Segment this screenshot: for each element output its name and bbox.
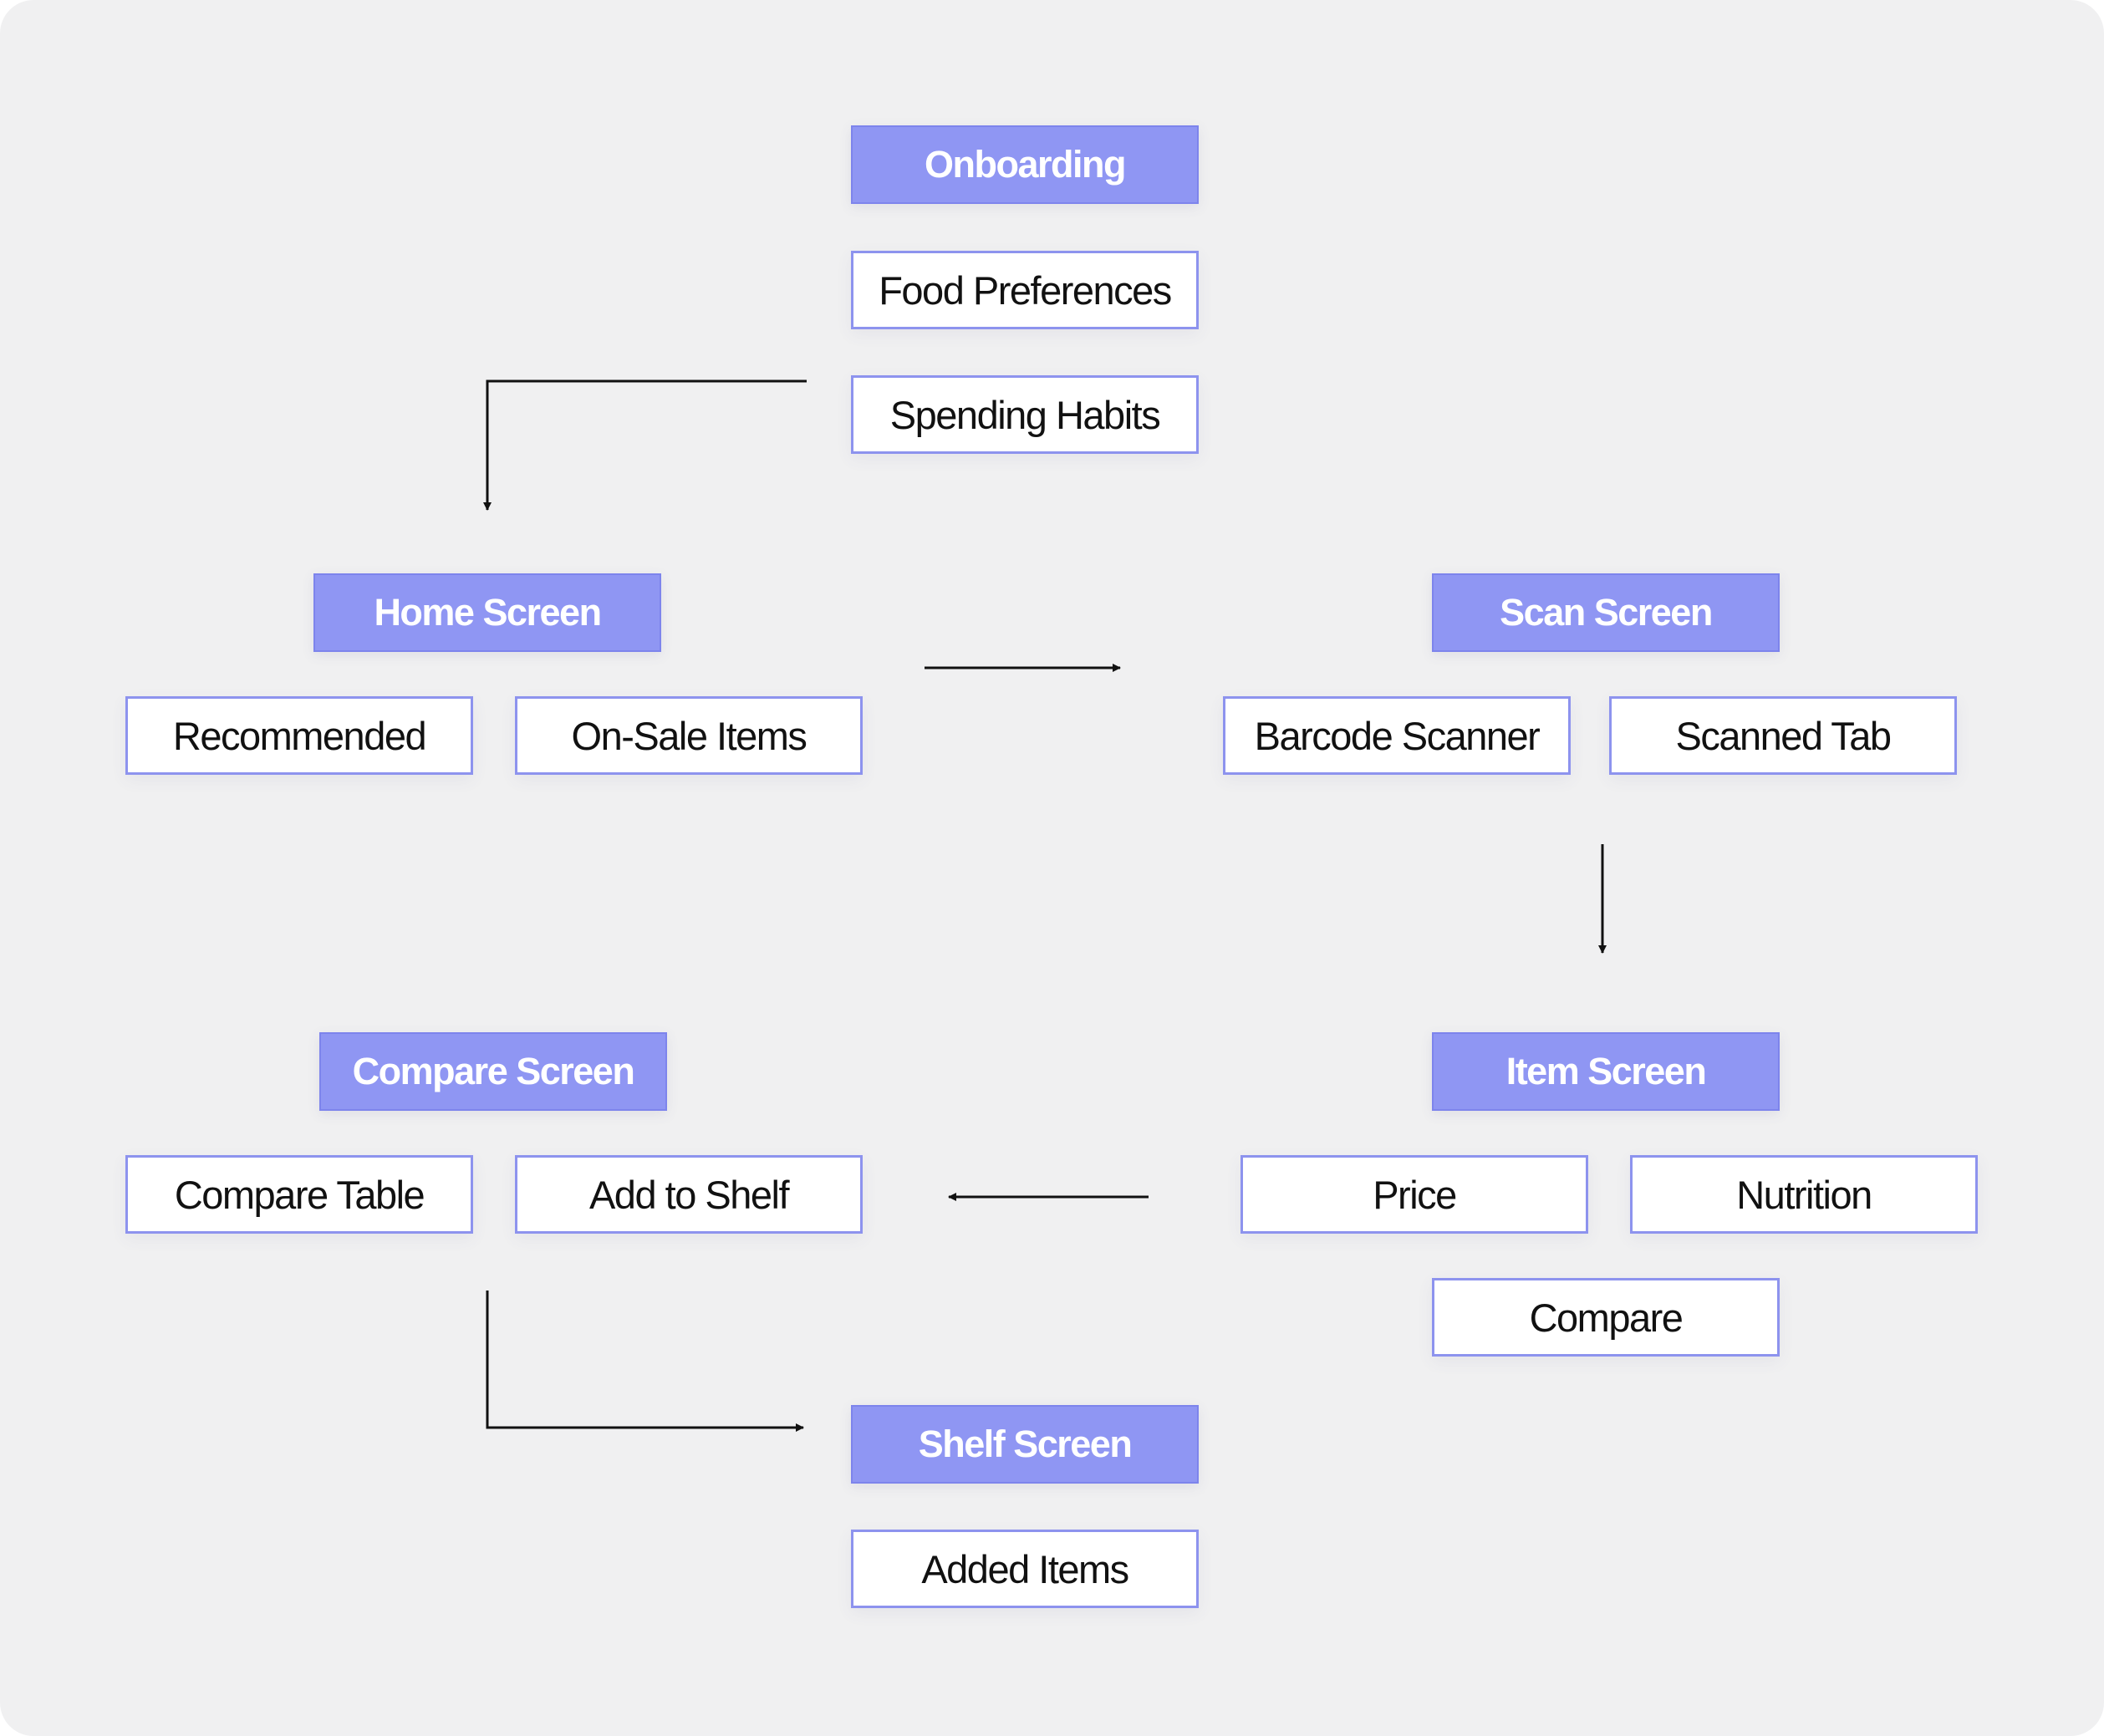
- on-sale-items-node: On-Sale Items: [515, 696, 863, 775]
- added-items-node: Added Items: [851, 1530, 1199, 1608]
- add-to-shelf-node: Add to Shelf: [515, 1155, 863, 1234]
- arrow-onboarding-to-home: [483, 379, 807, 511]
- scan-screen-header: Scan Screen: [1432, 573, 1780, 652]
- compare-node: Compare: [1432, 1278, 1780, 1357]
- recommended-node: Recommended: [125, 696, 473, 775]
- shelf-screen-header: Shelf Screen: [851, 1405, 1199, 1484]
- compare-screen-header: Compare Screen: [319, 1032, 667, 1111]
- nutrition-node: Nutrition: [1630, 1155, 1978, 1234]
- spending-habits-node: Spending Habits: [851, 375, 1199, 454]
- scanned-tab-node: Scanned Tab: [1609, 696, 1957, 775]
- arrow-compare-to-shelf: [486, 1291, 804, 1432]
- food-preferences-node: Food Preferences: [851, 251, 1199, 329]
- compare-table-node: Compare Table: [125, 1155, 473, 1234]
- item-screen-header: Item Screen: [1432, 1032, 1780, 1111]
- price-node: Price: [1240, 1155, 1588, 1234]
- home-screen-header: Home Screen: [313, 573, 661, 652]
- onboarding-header: Onboarding: [851, 125, 1199, 204]
- barcode-scanner-node: Barcode Scanner: [1223, 696, 1571, 775]
